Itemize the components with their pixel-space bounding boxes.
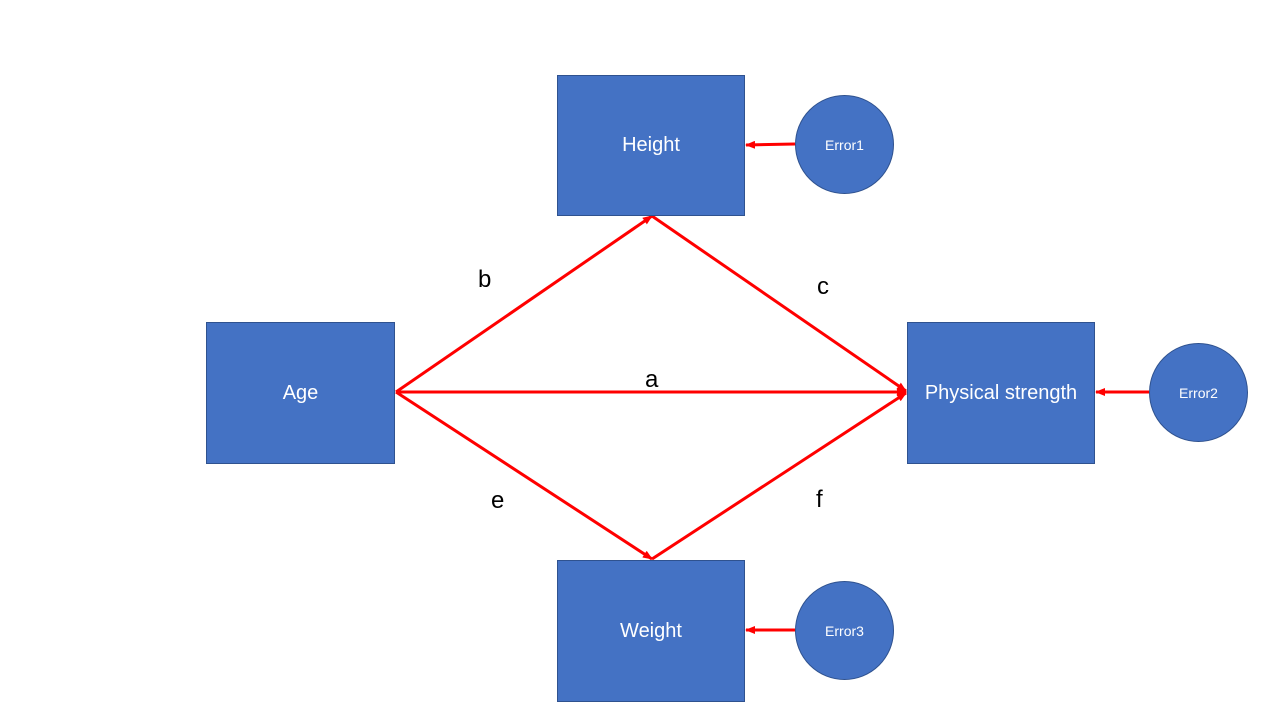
error3-node[interactable]: Error3 (795, 581, 894, 680)
node-physical-strength[interactable]: Physical strength (907, 322, 1095, 464)
node-age[interactable]: Age (206, 322, 395, 464)
error2-label: Error2 (1179, 384, 1218, 401)
node-height-label: Height (622, 134, 680, 156)
path-label-c: c (817, 273, 829, 300)
path-label-f: f (816, 486, 823, 513)
path-label-b: b (478, 266, 492, 293)
arrow-age-to-height (395, 214, 653, 394)
arrow-height-to-strength (651, 214, 907, 393)
path-label-a: a (645, 366, 659, 393)
path-label-e: e (491, 487, 505, 514)
node-weight-label: Weight (620, 619, 682, 642)
node-height[interactable]: Height (557, 75, 745, 216)
node-weight[interactable]: Weight (557, 560, 745, 702)
node-age-label: Age (282, 381, 319, 404)
arrow-age-to-weight (395, 390, 653, 561)
error1-label: Error1 (825, 136, 864, 153)
arrow-weight-to-strength (651, 391, 907, 561)
node-physical-strength-label: Physical strength (924, 381, 1078, 404)
error3-label: Error3 (825, 622, 864, 639)
error1-node[interactable]: Error1 (795, 95, 894, 194)
arrow-error1-to-height (745, 140, 796, 149)
error2-node[interactable]: Error2 (1149, 343, 1248, 442)
